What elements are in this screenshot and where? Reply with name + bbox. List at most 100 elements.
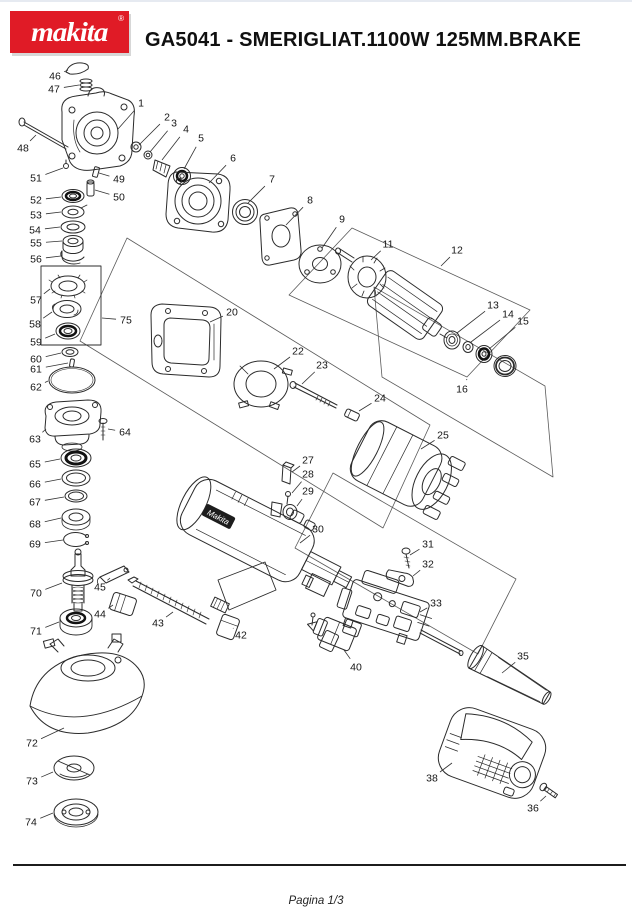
part-label-69: 69	[29, 539, 41, 551]
part-label-11: 11	[383, 239, 394, 251]
part-label-12: 12	[451, 245, 463, 257]
part-label-24: 24	[374, 393, 386, 405]
makita-logo-text: makita	[31, 16, 108, 47]
gear-housing-drawing	[18, 87, 135, 171]
leader-line-20	[209, 315, 224, 323]
leader-line-30	[299, 534, 311, 544]
part-label-4: 4	[183, 124, 189, 136]
leader-line-27	[291, 465, 301, 473]
leader-line-25	[420, 440, 435, 450]
part-label-16: 16	[456, 384, 468, 396]
leader-line-38	[439, 762, 453, 773]
leader-line-12	[440, 256, 451, 267]
leader-line-3	[149, 130, 168, 153]
leader-line-70	[45, 582, 63, 590]
part-label-68: 68	[29, 519, 41, 531]
leader-line-64	[107, 428, 116, 431]
baffle-plate-drawing	[233, 360, 360, 422]
part-label-45: 45	[94, 582, 106, 594]
leader-line-73	[41, 771, 54, 778]
motor-housing-ring-drawing	[150, 303, 222, 378]
leader-line-52	[45, 196, 62, 200]
part-label-15: 15	[517, 316, 529, 328]
part-label-47: 47	[48, 84, 60, 96]
rear-cover-drawing	[437, 707, 559, 799]
part-label-38: 38	[426, 773, 438, 785]
spindle-stack-drawing	[40, 159, 102, 394]
leader-line-69	[44, 539, 64, 543]
leader-line-14	[470, 319, 501, 343]
leader-line-65	[44, 458, 61, 463]
wheel-guard-drawing	[29, 633, 145, 828]
leader-line-59	[45, 333, 56, 339]
part-label-53: 53	[30, 210, 42, 222]
leader-line-74	[40, 812, 54, 819]
leader-line-28	[291, 481, 302, 494]
part-label-71: 71	[30, 626, 42, 638]
part-label-33: 33	[430, 598, 442, 610]
part-label-60: 60	[30, 354, 42, 366]
leader-line-5	[183, 146, 197, 170]
leader-line-36	[540, 795, 547, 802]
leader-line-9	[321, 227, 337, 249]
part-label-5: 5	[198, 133, 204, 145]
leader-line-43	[165, 611, 174, 618]
leader-line-72	[40, 727, 65, 740]
part-label-72: 72	[26, 738, 38, 750]
leader-line-4	[161, 136, 181, 161]
part-label-64: 64	[119, 427, 131, 439]
part-label-20: 20	[226, 307, 238, 319]
leader-line-29	[296, 498, 303, 507]
part-label-62: 62	[30, 382, 42, 394]
switch-assembly-drawing	[307, 547, 464, 656]
leader-line-23	[301, 371, 316, 385]
part-label-35: 35	[517, 651, 529, 663]
part-label-31: 31	[422, 539, 434, 551]
part-label-27: 27	[302, 455, 314, 467]
brush-holder-drawing	[270, 461, 298, 520]
part-label-49: 49	[113, 174, 125, 186]
part-label-23: 23	[316, 360, 328, 372]
group-boundary-fences	[79, 227, 554, 655]
leader-line-71	[45, 621, 60, 628]
leader-line-75	[101, 317, 117, 320]
part-label-63: 63	[29, 434, 41, 446]
part-label-43: 43	[152, 618, 164, 630]
part-label-29: 29	[302, 486, 314, 498]
plate-flange-drawing	[232, 199, 342, 284]
small-parts-chain-drawing	[130, 141, 191, 185]
leader-line-16	[466, 378, 468, 381]
leader-line-55	[45, 240, 63, 243]
part-label-74: 74	[25, 817, 37, 829]
leader-line-47	[63, 84, 80, 88]
bearing-box-drawing	[165, 171, 231, 233]
part-label-55: 55	[30, 238, 42, 250]
leader-line-62	[44, 380, 49, 383]
part-label-56: 56	[30, 254, 42, 266]
part-label-22: 22	[292, 346, 304, 358]
leader-line-44	[107, 604, 114, 609]
lock-bar-drawing	[96, 565, 240, 641]
part-label-1: 1	[138, 98, 144, 110]
leader-line-58	[42, 311, 53, 319]
part-label-3: 3	[171, 118, 177, 130]
leader-line-8	[285, 206, 304, 226]
leader-line-67	[44, 496, 65, 501]
registered-trademark-icon: ®	[118, 14, 124, 23]
part-label-59: 59	[30, 337, 42, 349]
leader-line-50	[94, 189, 110, 195]
leader-line-66	[44, 478, 62, 483]
part-label-13: 13	[487, 300, 499, 312]
leader-line-1	[117, 110, 135, 130]
part-label-58: 58	[29, 319, 41, 331]
page-number-label: Pagina 1/3	[288, 895, 344, 907]
leader-line-63	[42, 428, 47, 433]
part-label-70: 70	[30, 588, 42, 600]
leader-line-60	[45, 352, 62, 358]
armature-drawing	[335, 247, 517, 377]
part-label-42: 42	[235, 630, 247, 642]
leader-line-7	[247, 185, 266, 204]
makita-logo: makita ®	[10, 11, 129, 53]
